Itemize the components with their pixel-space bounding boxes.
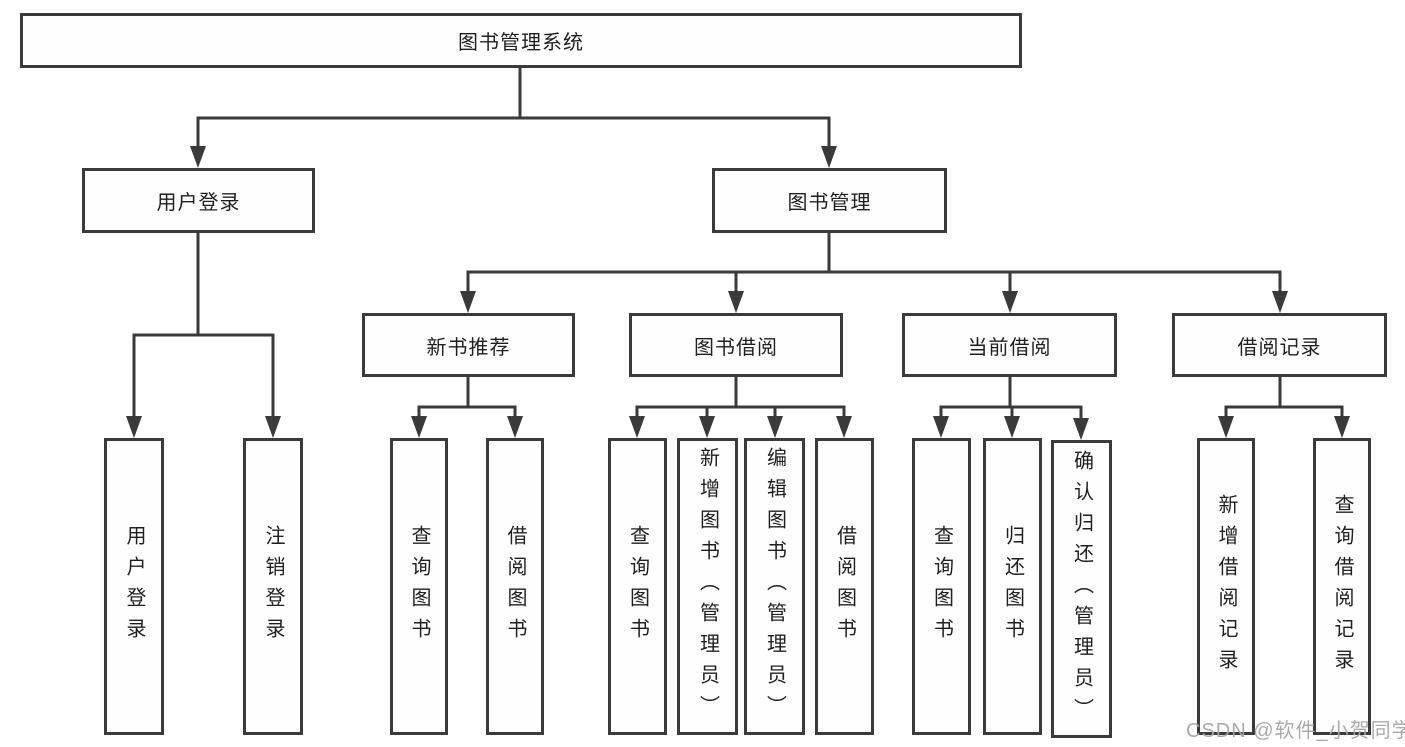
watermark: CSDN @软件_小贺同学	[1186, 720, 1405, 742]
leaf-query-books-borrow-label: 查询图书	[626, 524, 649, 649]
leaf-confirm-return-admin-label: 确认归还（管理员）	[1070, 449, 1093, 729]
node-new-book-recommend-label: 新书推荐	[426, 336, 511, 359]
leaf-logout-label: 注销登录	[262, 524, 284, 649]
node-user-login-label: 用户登录	[156, 192, 241, 214]
node-book-management: 图书管理	[712, 168, 947, 233]
leaf-edit-book-admin-label: 编辑图书（管理员）	[763, 447, 786, 726]
leaf-borrow-books-recommend-label: 借阅图书	[504, 524, 526, 649]
leaf-confirm-return-admin: 确认归还（管理员）	[1051, 440, 1112, 738]
leaf-user-login: 用户登录	[104, 438, 164, 735]
leaf-query-books-recommend: 查询图书	[390, 438, 448, 735]
leaf-return-book-label: 归还图书	[1001, 524, 1024, 649]
leaf-query-books-recommend-label: 查询图书	[408, 524, 430, 649]
leaf-borrow-books: 借阅图书	[815, 438, 874, 735]
node-library-system-label: 图书管理系统	[458, 32, 584, 54]
leaf-add-borrow-record: 新增借阅记录	[1197, 438, 1255, 735]
leaf-query-books-current: 查询图书	[912, 438, 971, 735]
node-user-login: 用户登录	[82, 168, 315, 233]
leaf-query-borrow-record: 查询借阅记录	[1313, 438, 1371, 735]
leaf-borrow-books-label: 借阅图书	[833, 524, 856, 649]
node-current-borrow-label: 当前借阅	[967, 336, 1052, 359]
leaf-user-login-label: 用户登录	[123, 524, 145, 649]
leaf-add-borrow-record-label: 新增借阅记录	[1215, 493, 1237, 680]
connector-lines	[132, 68, 1344, 422]
leaf-return-book: 归还图书	[983, 438, 1042, 735]
leaf-query-books-borrow: 查询图书	[608, 438, 667, 735]
node-book-borrow: 图书借阅	[629, 313, 843, 377]
leaf-query-borrow-record-label: 查询借阅记录	[1331, 493, 1353, 680]
node-library-system: 图书管理系统	[20, 13, 1022, 68]
node-new-book-recommend: 新书推荐	[362, 313, 575, 377]
leaf-query-books-current-label: 查询图书	[930, 524, 953, 649]
node-borrow-records: 借阅记录	[1172, 313, 1387, 377]
node-book-management-label: 图书管理	[787, 192, 872, 214]
node-current-borrow: 当前借阅	[902, 313, 1117, 377]
arrow-heads	[126, 146, 1350, 440]
node-book-borrow-label: 图书借阅	[694, 336, 778, 359]
leaf-borrow-books-recommend: 借阅图书	[486, 438, 544, 735]
node-borrow-records-label: 借阅记录	[1237, 336, 1322, 359]
leaf-add-book-admin-label: 新增图书（管理员）	[696, 447, 719, 726]
leaf-add-book-admin: 新增图书（管理员）	[677, 438, 738, 735]
leaf-edit-book-admin: 编辑图书（管理员）	[744, 438, 805, 735]
leaf-logout: 注销登录	[243, 438, 303, 735]
